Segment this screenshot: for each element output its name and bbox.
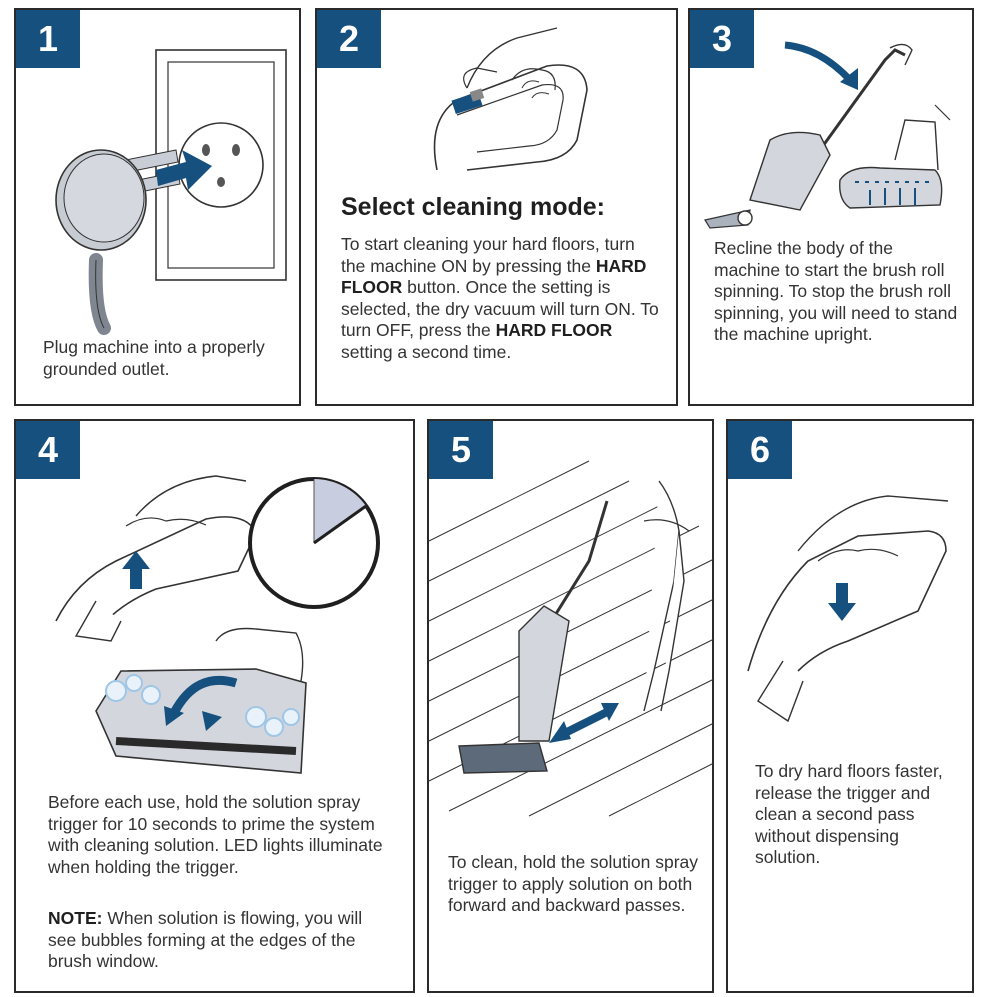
hard-floor-label-1: HARD FLOOR (341, 255, 647, 298)
step-2-text-part-2: button. Once the setting is selected, th… (341, 277, 659, 340)
step-6-number: 6 (728, 421, 792, 479)
step-1-panel: 1 Plug machine into a properly grounded … (14, 8, 301, 406)
outlet-plug-illustration (55, 49, 287, 335)
step-2-text: To start cleaning your hard floors, turn… (341, 234, 661, 363)
recline-machine-illustration (704, 41, 951, 229)
step-3-text: Recline the body of the machine to start… (714, 238, 958, 344)
step-4-panel: 4 Before each use, hold the solution spr… (14, 419, 415, 993)
step-4-number: 4 (16, 421, 80, 479)
step-5-number: 5 (429, 421, 493, 479)
step-3-panel: 3 Recline the body of the machine to sta… (688, 8, 974, 406)
note-label: NOTE: (48, 908, 103, 928)
step-5-panel: 5 To clean, hold the solution spray trig… (427, 419, 715, 993)
step-6-panel: 6 To dry hard floors faster, release the… (726, 419, 974, 993)
hard-floor-label-2: HARD FLOOR (495, 320, 613, 340)
step-2-heading: Select cleaning mode: (341, 193, 605, 221)
step-2-panel: 2 Select cleaning mode: To start cleanin… (315, 8, 678, 406)
step-3-number: 3 (690, 10, 754, 68)
step-1-number: 1 (16, 10, 80, 68)
step-6-text: To dry hard floors faster, release the t… (755, 761, 943, 867)
step-4-text: Before each use, hold the solution spray… (48, 792, 383, 877)
step-2-text-part-1: To start cleaning your hard floors, turn… (341, 234, 635, 276)
step-1-text: Plug machine into a properly grounded ou… (43, 337, 265, 379)
note-text: When solution is flowing, you will see b… (48, 908, 363, 971)
step-2-text-part-3: setting a second time. (341, 341, 512, 362)
step-2-number: 2 (317, 10, 381, 68)
prime-trigger-illustration (55, 475, 380, 774)
release-trigger-illustration (747, 495, 949, 723)
hard-floor-button-illustration (433, 27, 588, 171)
step-4-note: NOTE: When solution is flowing, you will… (48, 908, 393, 973)
cleaning-passes-illustration (428, 460, 715, 817)
step-5-text: To clean, hold the solution spray trigge… (448, 852, 699, 915)
